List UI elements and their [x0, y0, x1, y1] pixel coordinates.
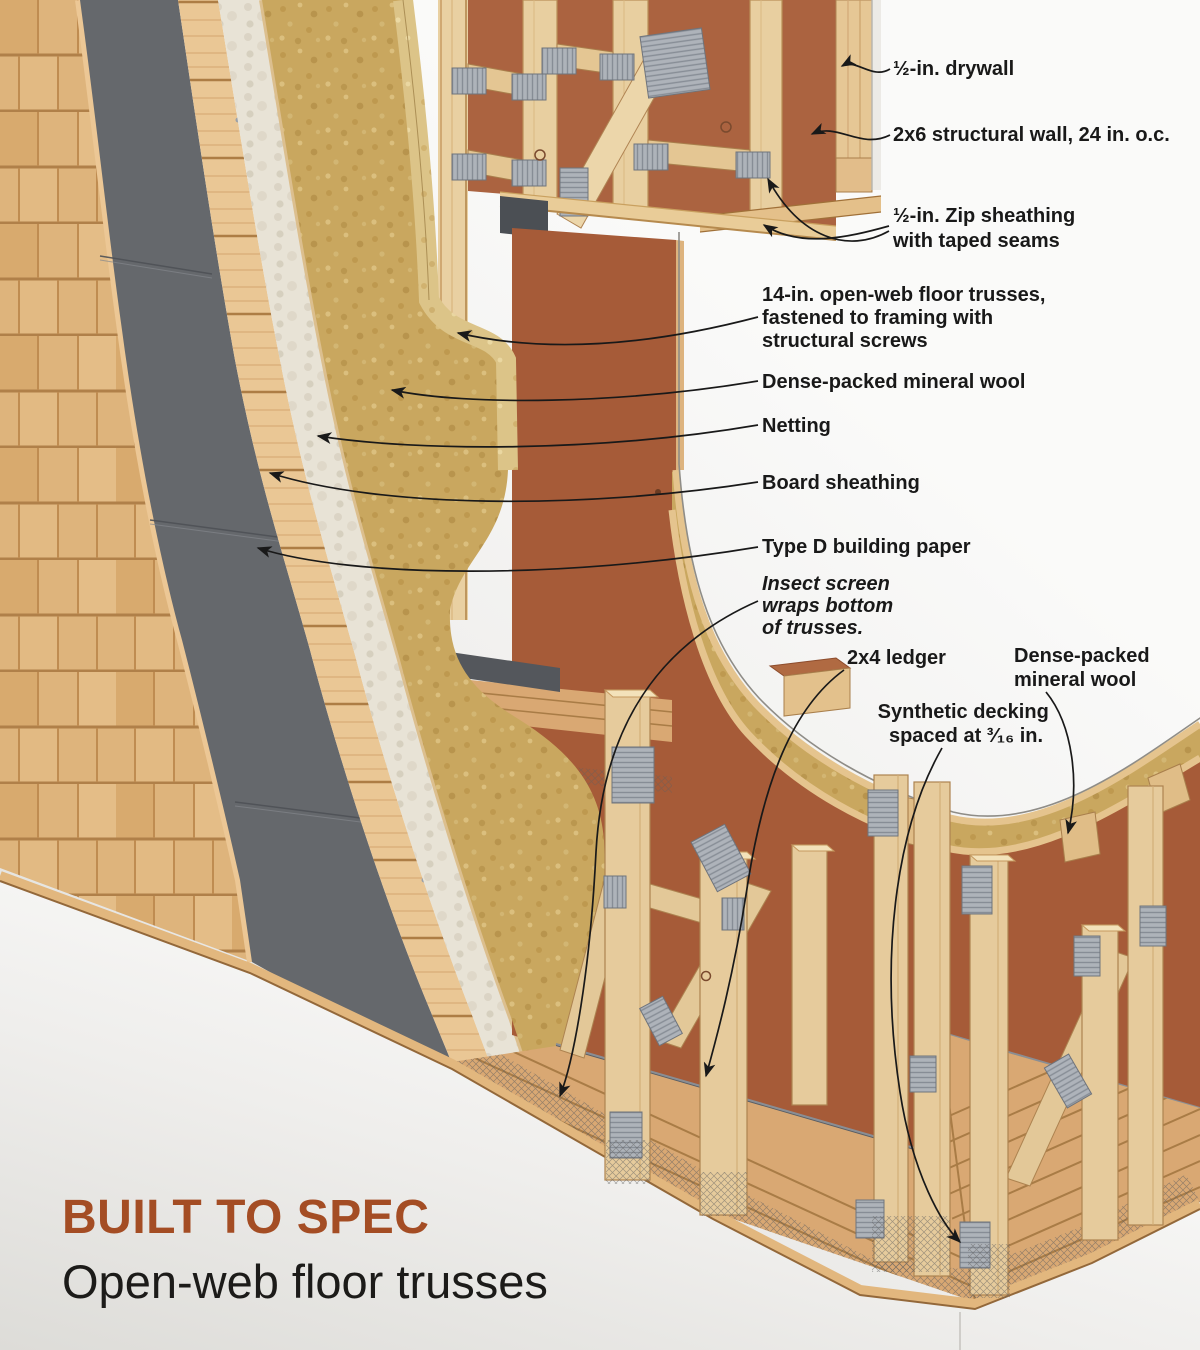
screen-channel — [500, 196, 548, 238]
mineral-wool-layer — [262, 0, 605, 1132]
leader-mineral-wool-floor — [1045, 691, 1077, 835]
upper-wall-framing — [451, 0, 836, 229]
leader-netting — [316, 424, 759, 448]
label-synthetic-decking: Synthetic decking spaced at ³⁄₁₆ in. — [878, 701, 1055, 747]
title-subtitle: Open-web floor trusses — [62, 1255, 548, 1308]
label-ledger: 2x4 ledger — [847, 647, 946, 669]
label-board-sheathing: Board sheathing — [762, 472, 920, 494]
title-kicker: BUILT TO SPEC — [62, 1191, 429, 1244]
drywall-panel — [872, 0, 881, 190]
leader-mineral-wool-wall — [390, 380, 759, 402]
floor-truss-assembly — [559, 689, 1167, 1298]
subfloor-ledge — [499, 191, 837, 241]
leader-structural-wall — [810, 122, 891, 141]
leader-building-paper — [256, 546, 759, 572]
leader-zip-b — [767, 177, 890, 242]
leader-zip-a — [762, 224, 890, 240]
cavity-screen-channel — [450, 652, 560, 692]
label-mineral-wool-wall: Dense-packed mineral wool — [762, 371, 1025, 393]
title-block: BUILT TO SPEC Open-web floor trusses — [62, 1191, 548, 1308]
label-mineral-wool-floor: Dense-packed mineral wool — [1014, 645, 1155, 691]
label-zip-sheathing: ½-in. Zip sheathing with taped seams — [892, 205, 1081, 252]
label-floor-trusses: 14-in. open-web floor trusses, fastened … — [762, 284, 1051, 352]
leader-drywall — [840, 54, 891, 73]
leader-insect-screen — [559, 600, 759, 1098]
label-building-paper: Type D building paper — [762, 536, 971, 558]
leader-lines — [256, 54, 1077, 1244]
label-insect-screen: Insect screen wraps bottom of trusses. — [762, 573, 899, 639]
leader-board-sheathing — [268, 471, 759, 503]
leader-synthetic-decking — [890, 747, 962, 1244]
labels-layer: ½-in. drywall 2x6 structural wall, 24 in… — [762, 58, 1170, 747]
metal-connector-plates — [451, 27, 771, 217]
label-drywall: ½-in. drywall — [893, 58, 1014, 80]
label-structural-wall: 2x6 structural wall, 24 in. o.c. — [893, 124, 1170, 146]
ground-background — [0, 882, 1200, 1350]
label-netting: Netting — [762, 415, 831, 437]
leader-ledger — [703, 669, 845, 1078]
structural-wall-end — [699, 0, 882, 233]
cutaway-outline — [678, 232, 1200, 817]
leader-floor-trusses — [456, 316, 759, 346]
